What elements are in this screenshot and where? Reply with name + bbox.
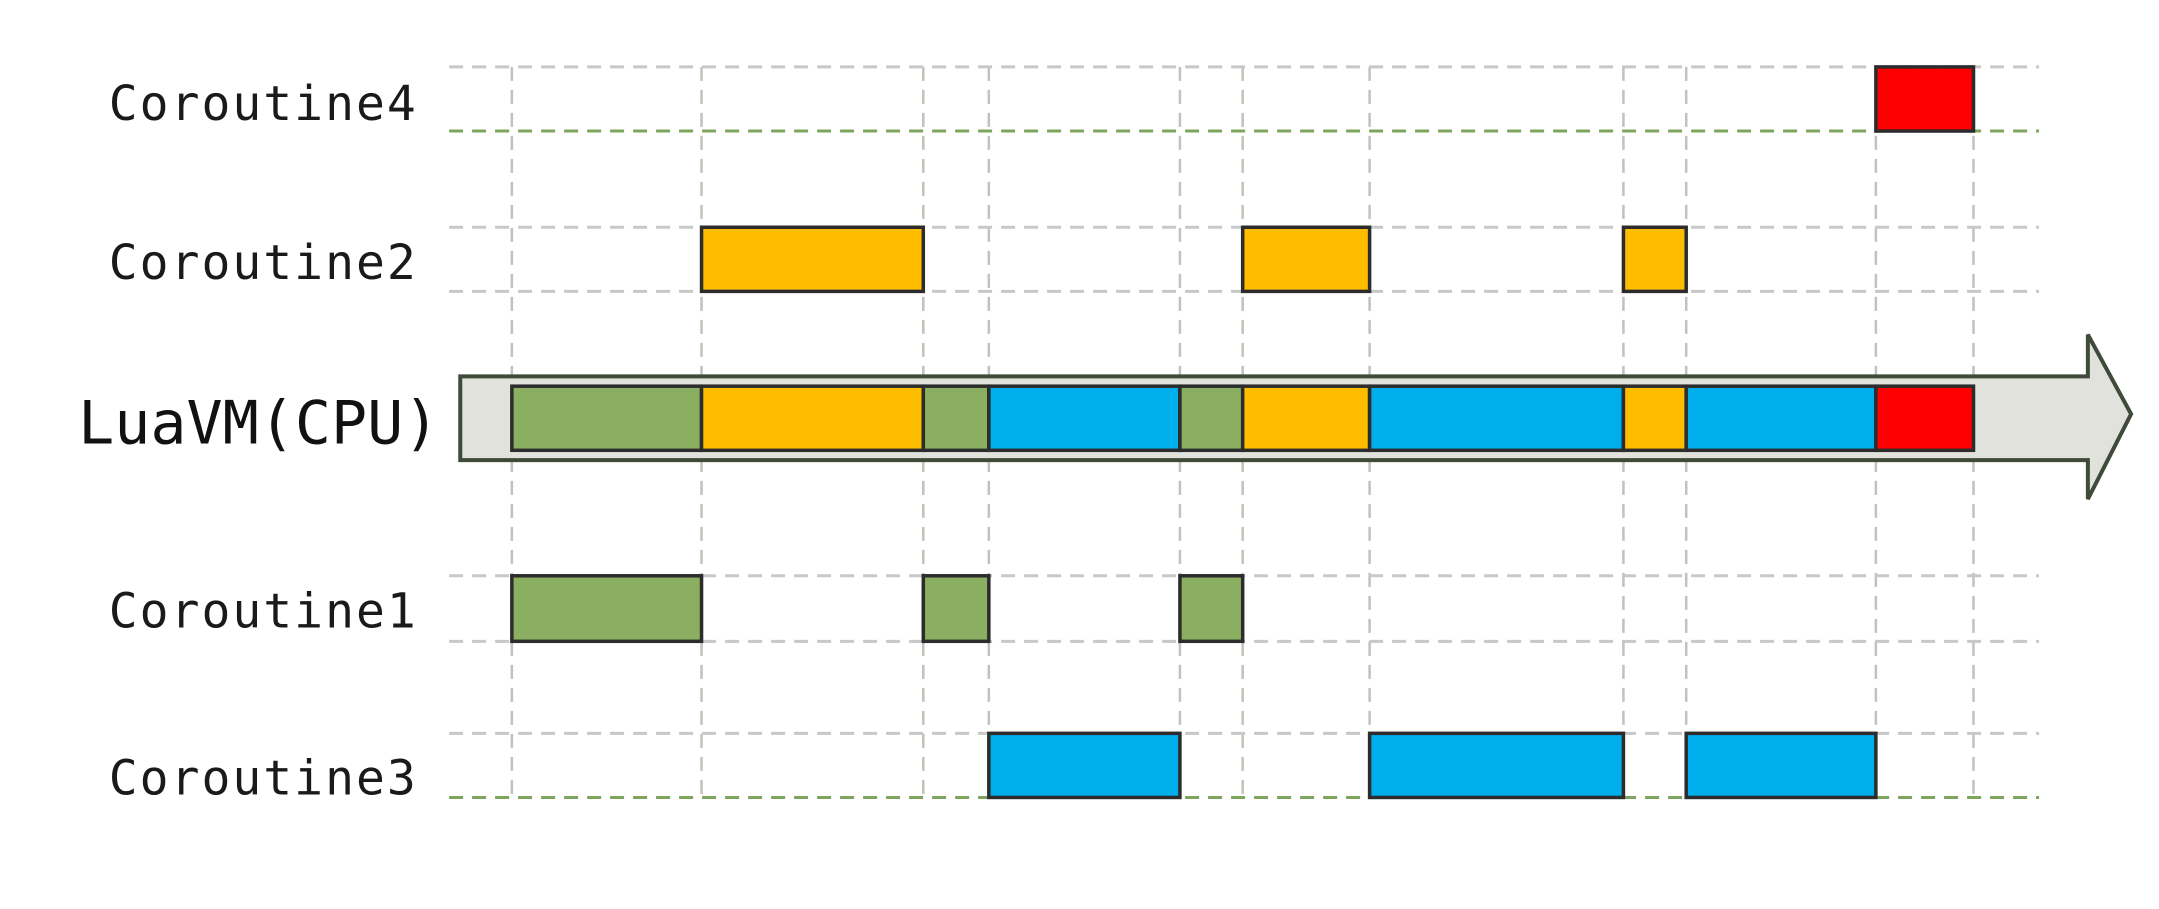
vertical-guide-lines	[510, 66, 1975, 798]
cpu-slices	[510, 384, 1976, 453]
cpu-slice-coroutine2	[1240, 384, 1372, 453]
execution-slice	[1684, 731, 1878, 800]
execution-slice	[1621, 225, 1688, 294]
cpu-slice-coroutine4	[1874, 384, 1976, 453]
execution-slice	[1367, 731, 1626, 800]
cpu-timeline: LuaVM(CPU)	[78, 333, 2134, 501]
lane-coroutine3: Coroutine3	[109, 731, 2040, 807]
lane-label: Coroutine4	[109, 76, 418, 132]
execution-slice	[510, 574, 704, 644]
cpu-slice-coroutine2	[1621, 384, 1688, 453]
cpu-slice-coroutine3	[987, 384, 1182, 453]
lane-label: Coroutine1	[109, 583, 418, 639]
lane-coroutine1: Coroutine1	[109, 574, 2040, 644]
cpu-slice-coroutine1	[510, 384, 704, 453]
lane-label: Coroutine2	[109, 235, 418, 291]
cpu-slice-coroutine1	[1178, 384, 1245, 453]
execution-slice	[699, 225, 926, 294]
cpu-slice-coroutine1	[921, 384, 991, 453]
execution-slice	[987, 731, 1182, 800]
cpu-slice-coroutine3	[1367, 384, 1626, 453]
lane-label: Coroutine3	[109, 751, 418, 807]
lane-coroutine4: Coroutine4	[109, 65, 2040, 133]
cpu-label: LuaVM(CPU)	[78, 388, 439, 458]
execution-slice	[921, 574, 991, 644]
execution-slice	[1874, 65, 1976, 133]
cpu-slice-coroutine2	[699, 384, 926, 453]
cpu-slice-coroutine3	[1684, 384, 1878, 453]
lane-coroutine2: Coroutine2	[109, 225, 2040, 294]
execution-slice	[1178, 574, 1245, 644]
execution-slice	[1240, 225, 1372, 294]
